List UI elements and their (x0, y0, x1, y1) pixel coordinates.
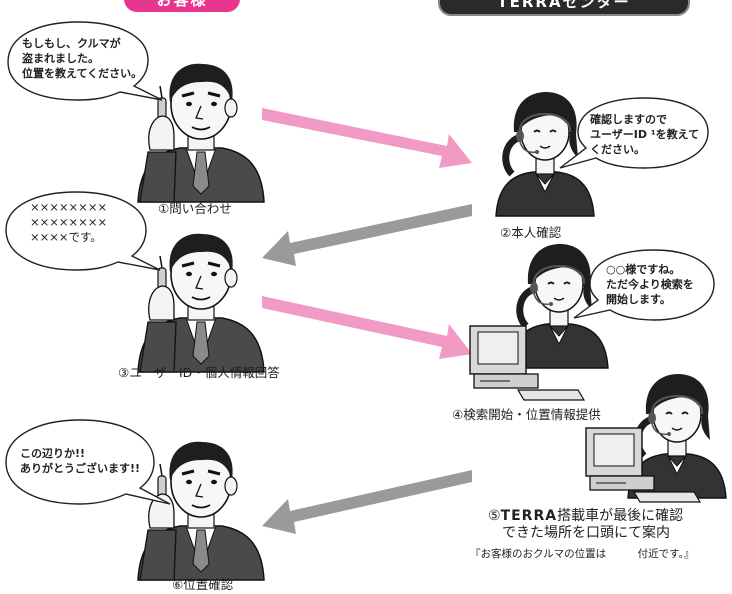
step-4-caption: ④検索開始・位置情報提供 (452, 407, 601, 422)
bubble-line: ××××です。 (30, 230, 102, 244)
step-5-line2: できた場所を口頭にて案内 (502, 525, 670, 541)
bubble-line: ください。 (590, 143, 645, 156)
bubble-inquiry-text: もしもし、クルマが 盗まれました。 位置を教えてください。 (22, 36, 142, 81)
arrow-answer (262, 296, 472, 359)
bubble-line: 盗まれました。 (22, 52, 99, 65)
speech-bubble-search (573, 249, 715, 321)
step-2-caption: ②本人確認 (500, 225, 562, 240)
customer-header-label: お客様 (156, 0, 207, 10)
arrow-inquiry (262, 108, 472, 168)
bubble-line: ×××××××× (30, 200, 108, 214)
speech-bubble-confirm (559, 97, 709, 169)
bubble-confirm-text: 確認しますので ユーザーID ¹を教えて ください。 (590, 112, 699, 157)
step-3-caption: ③ユーザーID・個人情報回答 (118, 365, 280, 380)
bubble-line: ×××××××× (30, 215, 108, 229)
step-5-note: 『お客様のおクルマの位置は 付近です。』 (470, 548, 695, 560)
bubble-line: もしもし、クルマが (22, 37, 121, 50)
step-5-number: ⑤ (488, 508, 501, 524)
bubble-line: ○○様ですね。 (606, 263, 681, 276)
arrow-location-info (262, 470, 472, 534)
bubble-line: この辺りか!! (20, 447, 86, 460)
bubble-line: ユーザーID ¹を教えて (590, 128, 700, 141)
speech-bubble-answer (5, 191, 161, 271)
step-5-caption: ⑤TERRA搭載車が最後に確認 できた場所を口頭にて案内 (488, 508, 683, 542)
bubble-search-text: ○○様ですね。 ただ今より検索を 開始します。 (606, 262, 694, 307)
bubble-line: 位置を教えてください。 (22, 67, 143, 80)
step-6-caption: ⑥位置確認 (172, 577, 234, 592)
customer-header: お客様 (124, 0, 240, 12)
center-header: TERRAセンター (438, 0, 690, 16)
bubble-line: ただ今より検索を (606, 278, 694, 291)
bubble-thanks-text: この辺りか!! ありがとうございます!! (20, 446, 140, 476)
step-5-line1: 搭載車が最後に確認 (557, 508, 684, 524)
bubble-answer-text: ×××××××× ×××××××× ××××です。 (30, 200, 107, 245)
speech-bubble-inquiry (7, 21, 163, 101)
bubble-line: ありがとうございます!! (20, 462, 141, 475)
step-1-caption: ①問い合わせ (158, 201, 232, 216)
speech-bubble-thanks (5, 419, 171, 505)
computer-terminal-icon (469, 325, 585, 401)
center-header-label: TERRAセンター (497, 0, 631, 11)
arrow-confirm-request (262, 204, 472, 266)
computer-terminal-icon (585, 427, 701, 503)
bubble-line: 開始します。 (606, 293, 671, 306)
bubble-line: 確認しますので (590, 113, 667, 126)
terra-brand: TERRA (500, 508, 558, 524)
